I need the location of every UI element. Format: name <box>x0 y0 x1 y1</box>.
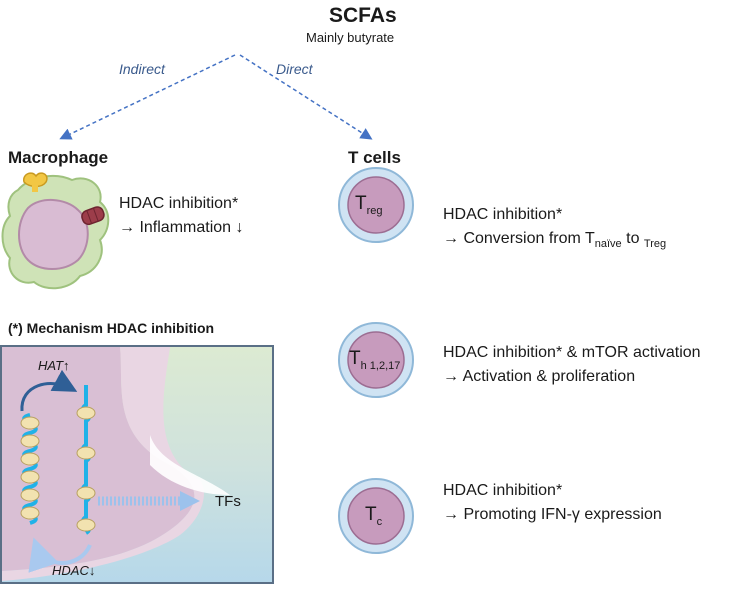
treg-line2: → Conversion from Tnaïve to Treg <box>443 230 667 251</box>
macrophage-line1: HDAC inhibition* <box>119 195 239 212</box>
indirect-arrow <box>59 54 236 140</box>
hdac-label: HDAC↓ <box>52 563 96 578</box>
tfs-label: TFs <box>215 493 241 510</box>
title: SCFAs <box>329 4 397 27</box>
tc-cell <box>338 478 414 554</box>
macrophage-heading: Macrophage <box>8 148 109 167</box>
treg-cell-label: Treg <box>355 193 383 217</box>
condensed-chromatin <box>20 413 40 525</box>
indirect-label: Indirect <box>119 61 165 77</box>
direct-label: Direct <box>276 61 313 77</box>
subtitle: Mainly butyrate <box>306 30 395 45</box>
tc-line1: HDAC inhibition* <box>443 482 563 499</box>
macrophage-illustration <box>1 172 110 290</box>
open-chromatin <box>76 385 96 535</box>
th-cell <box>338 322 414 398</box>
macrophage-line2: → Inflammation ↓ <box>119 219 244 236</box>
treg-cell <box>338 167 414 243</box>
th-line2: → Activation & proliferation <box>443 368 636 385</box>
th-line1: HDAC inhibition* & mTOR activation <box>443 344 701 361</box>
tc-line2: → Promoting IFN-γ expression <box>443 506 662 523</box>
hat-label: HAT↑ <box>38 358 70 373</box>
treg-line1: HDAC inhibition* <box>443 206 563 223</box>
mechanism-title: (*) Mechanism HDAC inhibition <box>8 320 215 336</box>
mechanism-box <box>0 345 274 584</box>
tc-cell-label: Tc <box>365 504 383 528</box>
th-cell-label: Th 1,2,17 <box>349 348 401 372</box>
direct-arrow <box>239 54 373 140</box>
tcells-heading: T cells <box>348 148 401 167</box>
